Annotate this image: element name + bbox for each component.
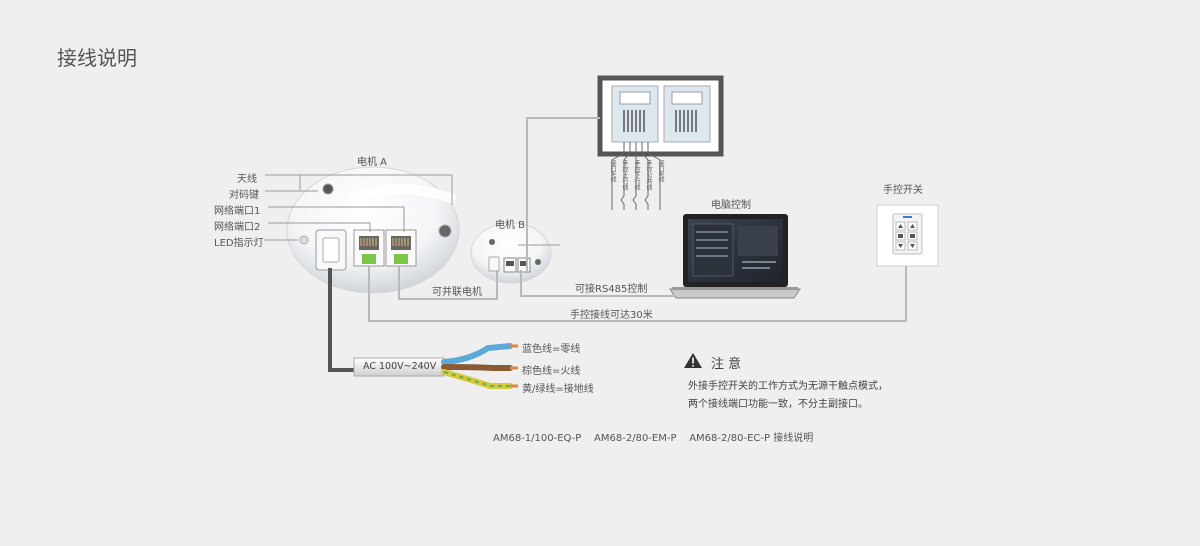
laptop bbox=[669, 214, 801, 299]
pin-label-a: 接口A线 bbox=[609, 160, 616, 183]
page-title: 接线说明 bbox=[57, 46, 137, 70]
network-port-1-icon bbox=[353, 229, 385, 267]
warning-icon bbox=[684, 353, 702, 368]
note-line-2: 两个接线端口功能一致，不分主副接口。 bbox=[688, 399, 868, 410]
led-indicator-label: LED指示灯 bbox=[214, 238, 264, 249]
pairing-key-icon bbox=[322, 183, 334, 195]
network-port-1-label: 网络端口1 bbox=[214, 206, 261, 217]
switch-label: 手控开关 bbox=[883, 185, 923, 196]
model-list: AM68-1/100-EQ-P AM68-2/80-EM-P AM68-2/80… bbox=[493, 433, 814, 444]
power-cable bbox=[328, 268, 518, 389]
network-port-2-label: 网络端口2 bbox=[214, 222, 261, 233]
network-port-2-icon bbox=[385, 229, 417, 267]
pin-label-up: 手控上行线 bbox=[621, 160, 628, 190]
motor-a bbox=[286, 166, 460, 294]
pairing-key-label: 对码键 bbox=[229, 190, 259, 201]
note-line-1: 外接手控开关的工作方式为无源干触点模式， bbox=[688, 381, 888, 392]
pin-label-b: 接口B线 bbox=[657, 160, 664, 183]
pin-label-down: 手控下行线 bbox=[633, 160, 640, 190]
motor-b bbox=[470, 222, 552, 284]
led-indicator-icon bbox=[299, 235, 309, 245]
pin-leads bbox=[611, 142, 661, 210]
computer-label: 电脑控制 bbox=[711, 200, 751, 211]
parallel-label: 可并联电机 bbox=[432, 287, 482, 298]
rj-pin-labels: 接口A线 手控上行线 手控下行线 手控公共线 接口B线 bbox=[608, 160, 668, 200]
power-cable-label: AC 100V~240V bbox=[363, 361, 437, 372]
live-wire-label: 棕色线=火线 bbox=[522, 366, 581, 377]
hand-switch bbox=[876, 204, 939, 267]
antenna-label: 天线 bbox=[237, 174, 257, 185]
motor-a-label: 电机 A bbox=[357, 157, 388, 168]
note-heading: 注 意 bbox=[711, 357, 742, 372]
signal-wiring bbox=[368, 117, 907, 322]
rs485-label: 可接RS485控制 bbox=[575, 284, 648, 295]
neutral-wire-label: 蓝色线=零线 bbox=[522, 344, 581, 355]
motor-b-label: 电机 B bbox=[495, 220, 526, 231]
rj-connector-box bbox=[597, 75, 724, 157]
pin-label-common: 手控公共线 bbox=[645, 160, 652, 190]
ground-wire-label: 黄/绿线=接地线 bbox=[522, 384, 594, 395]
motor-a-callouts bbox=[264, 174, 453, 241]
distance-label: 手控接线可达30米 bbox=[570, 310, 653, 321]
